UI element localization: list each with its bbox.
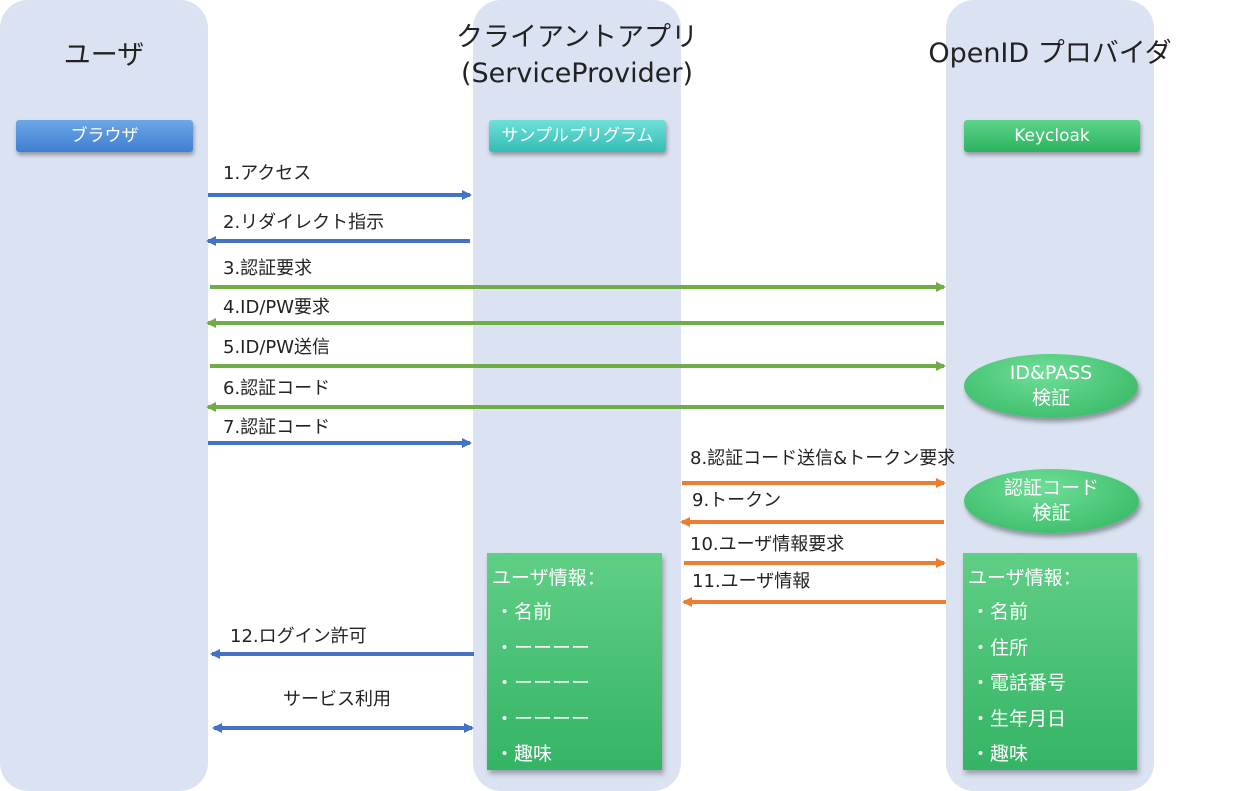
- label-msg-10: 10.ユーザ情報要求: [690, 534, 845, 555]
- process-code-line1: 認証コード: [1003, 477, 1099, 499]
- op-userinfo-title: ユーザ情報：: [968, 567, 1082, 589]
- process-idpass-line2: 検証: [1031, 387, 1070, 409]
- op-userinfo-item: ・電話番号: [971, 672, 1067, 694]
- client-userinfo-item: ・趣味: [495, 743, 553, 765]
- process-code-line2: 検証: [1032, 502, 1071, 524]
- lane-title-user: ユーザ: [63, 40, 145, 71]
- label-msg-3: 3.認証要求: [223, 258, 313, 279]
- label-msg-5: 5.ID/PW送信: [223, 337, 331, 358]
- label-msg-4: 4.ID/PW要求: [223, 297, 331, 318]
- lane-title-op: OpenID プロバイダ: [928, 38, 1172, 69]
- label-msg-7: 7.認証コード: [223, 417, 331, 438]
- actor-browser: ブラウザ: [16, 120, 193, 152]
- op-userinfo-box: ユーザ情報： ・名前 ・住所 ・電話番号 ・生年月日 ・趣味: [963, 553, 1137, 770]
- process-idpass-verify: ID&PASS 検証: [964, 354, 1138, 418]
- label-msg-12: 12.ログイン許可: [230, 626, 367, 647]
- op-userinfo-item: ・趣味: [971, 743, 1029, 765]
- label-msg-6: 6.認証コード: [223, 378, 331, 399]
- label-msg-1: 1.アクセス: [223, 163, 312, 184]
- label-msg-8: 8.認証コード送信&トークン要求: [690, 448, 956, 469]
- op-userinfo-item: ・生年月日: [971, 708, 1067, 730]
- lane-title-client-line1: クライアントアプリ: [456, 22, 698, 53]
- lane-title-client-line2: (ServiceProvider): [460, 58, 694, 89]
- actor-sample-program: サンプルプリグラム: [489, 120, 666, 152]
- client-userinfo-item: ・ーーーー: [495, 708, 591, 730]
- op-userinfo-item: ・名前: [971, 601, 1029, 623]
- client-userinfo-item: ・ーーーー: [495, 672, 591, 694]
- label-msg-service: サービス利用: [283, 689, 391, 710]
- client-userinfo-title: ユーザ情報：: [492, 567, 606, 589]
- op-userinfo-item: ・住所: [971, 637, 1029, 659]
- label-msg-9: 9.トークン: [692, 490, 782, 511]
- client-userinfo-box: ユーザ情報： ・名前 ・ーーーー ・ーーーー ・ーーーー ・趣味: [487, 553, 662, 770]
- actor-keycloak: Keycloak: [964, 120, 1140, 152]
- process-idpass-line1: ID&PASS: [1009, 362, 1093, 384]
- process-code-verify: 認証コード 検証: [964, 469, 1139, 533]
- client-userinfo-item: ・ーーーー: [495, 637, 591, 659]
- client-userinfo-item: ・名前: [495, 601, 553, 623]
- label-msg-2: 2.リダイレクト指示: [223, 212, 385, 233]
- lane-title-client: クライアントアプリ (ServiceProvider): [400, 20, 754, 92]
- label-msg-11: 11.ユーザ情報: [692, 571, 811, 592]
